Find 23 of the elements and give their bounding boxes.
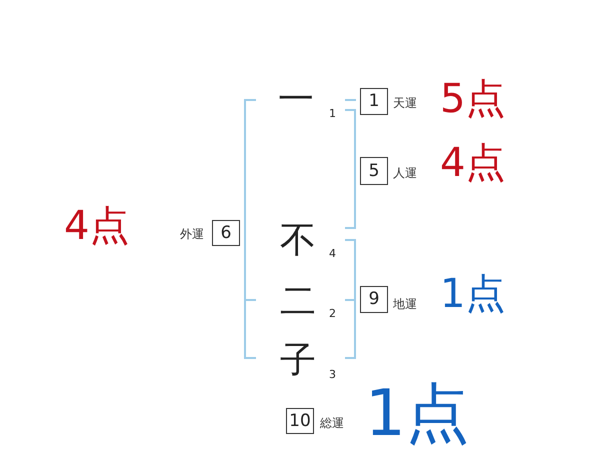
fortune-label: 人運 — [393, 167, 417, 179]
number-box: 10 — [286, 408, 314, 434]
number-box: 1 — [360, 88, 388, 115]
name-character: 二 — [279, 284, 317, 320]
score-text: 1点 — [365, 382, 470, 446]
stroke-count: 3 — [329, 368, 336, 380]
fortune-label: 外運 — [180, 228, 204, 240]
name-character: 子 — [279, 343, 317, 379]
stroke-count: 1 — [329, 108, 336, 118]
number-box: 9 — [360, 286, 388, 313]
fortune-label: 地運 — [393, 298, 417, 310]
name-character: 一 — [277, 82, 315, 118]
score-text: 1点 — [440, 274, 506, 314]
fortune-label: 天運 — [393, 97, 417, 109]
score-text: 4点 — [440, 143, 506, 183]
number-box: 6 — [212, 220, 240, 246]
stroke-count: 4 — [329, 248, 336, 258]
score-text: 4点 — [64, 206, 130, 246]
fortune-label: 総運 — [320, 417, 344, 429]
name-character: 不 — [279, 223, 317, 259]
stroke-count: 2 — [329, 308, 336, 318]
number-box: 5 — [360, 157, 388, 185]
score-text: 5点 — [440, 79, 506, 119]
